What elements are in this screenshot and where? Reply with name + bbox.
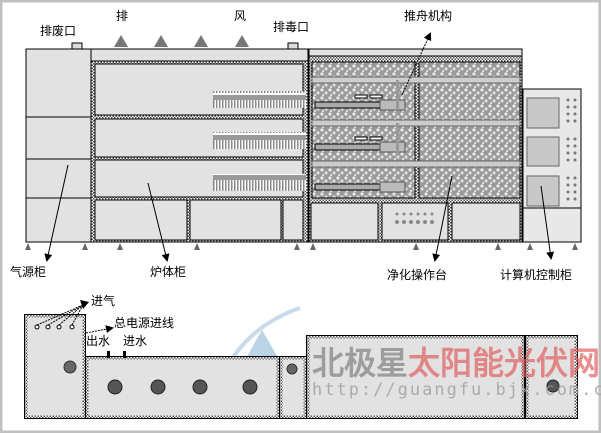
label-clean-bench: 净化操作台 [387, 267, 447, 282]
watermark-name-gray: 北极星 [312, 344, 408, 382]
label-exhaust-toxic-port: 排毒口 [273, 20, 309, 34]
label-boat-pusher: 推舟机构 [404, 8, 452, 23]
wafer-boat [213, 91, 306, 108]
label-gas-inlet: 进气 [91, 293, 115, 308]
label-exhaust-feng: 风 [234, 9, 246, 23]
floor-plan [24, 300, 578, 419]
computer-cabinet [522, 88, 582, 243]
exhaust-toxic-port [287, 42, 299, 50]
clean-bench [308, 48, 523, 243]
label-gas-cabinet: 气源柜 [10, 264, 46, 279]
pointer-arrow [44, 164, 69, 262]
exhaust-waste-port [71, 42, 83, 50]
leveling-feet [25, 243, 578, 250]
pointer-arrow [401, 32, 432, 96]
watermark-name-red: 太阳能光伏网 [408, 344, 600, 382]
watermark-name: 北极星太阳能光伏网 [312, 344, 600, 382]
boat-pusher-mechanism [311, 76, 521, 193]
arrow-head-icon [80, 300, 89, 309]
pointer-arrow [432, 175, 453, 262]
up-arrow-icon [154, 35, 168, 47]
water-inlet-pipe [123, 351, 126, 358]
monitor-screen [526, 97, 560, 129]
monitor-screen [526, 136, 560, 167]
label-exhaust-waste-port: 排废口 [40, 23, 76, 38]
clean-bench-plan [306, 335, 525, 419]
exhaust-arrows [114, 35, 249, 47]
water-outlet-pipe [107, 351, 110, 358]
control-buttons [395, 212, 434, 224]
up-arrow-icon [194, 35, 208, 47]
pointer-arrow [540, 185, 555, 260]
label-main-power-inlet: 总电源进线 [114, 316, 174, 330]
wafer-boat [213, 174, 306, 191]
furnace-cabinet [90, 48, 309, 243]
pointer-arrow [147, 182, 170, 262]
label-furnace-cabinet: 炉体柜 [150, 265, 186, 279]
label-water-outlet: 出水 [86, 334, 110, 348]
computer-cabinet-plan [525, 335, 578, 419]
label-exhaust-pai: 排 [116, 9, 128, 23]
up-arrow-icon [114, 35, 128, 47]
up-arrow-icon [235, 35, 249, 47]
label-computer-cabinet: 计算机控制柜 [500, 267, 572, 282]
gas-cabinet [25, 48, 92, 243]
watermark-url: http://guangfu.bjx.com.cn [312, 380, 601, 400]
label-water-inlet: 进水 [123, 334, 147, 348]
wafer-boat [213, 132, 306, 149]
